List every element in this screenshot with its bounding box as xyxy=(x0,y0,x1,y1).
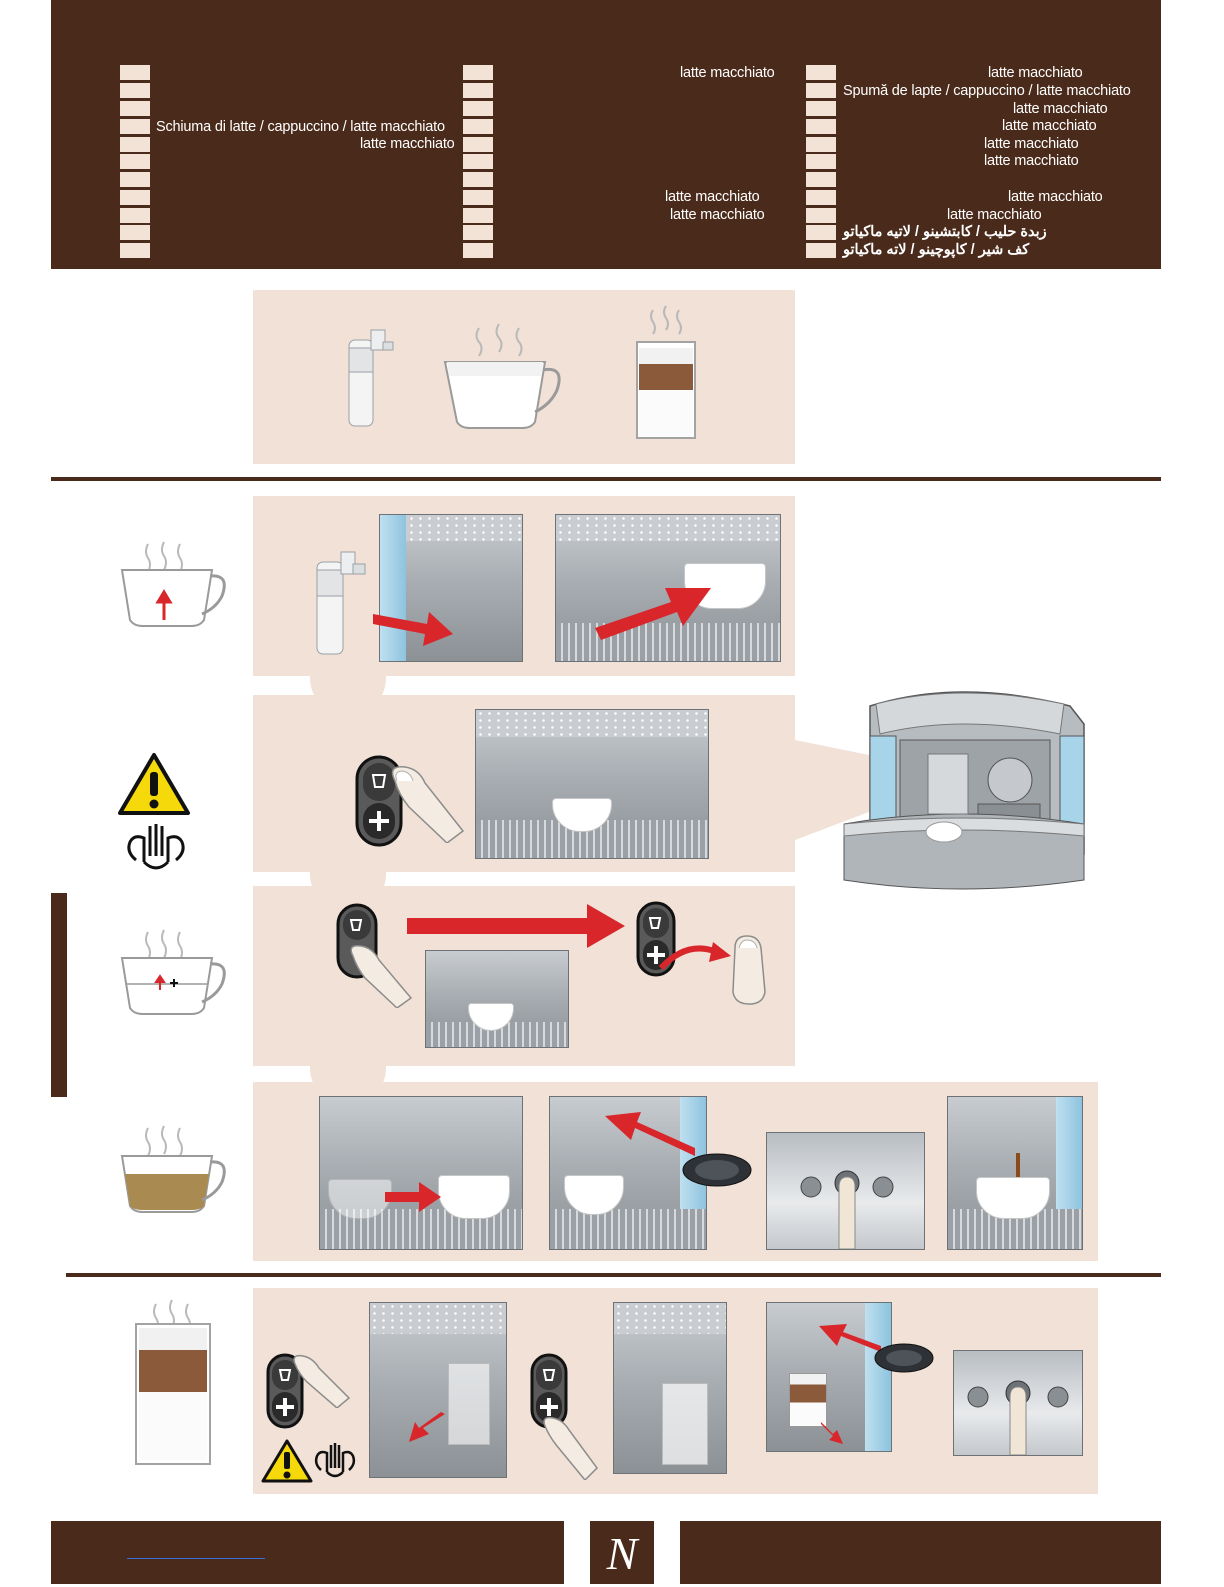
header-col3-line4: latte macchiato xyxy=(1002,118,1097,134)
header-col3-line1: latte macchiato xyxy=(988,65,1083,81)
header-col2-line9: latte macchiato xyxy=(670,207,765,223)
step-4-panel xyxy=(253,1082,1098,1261)
header-col2-line1: latte macchiato xyxy=(680,65,775,81)
header-col3-line3: latte macchiato xyxy=(1013,101,1108,117)
steam-nozzle-icon xyxy=(348,329,394,427)
milk-button-icon xyxy=(636,901,676,977)
header-col3-line5: latte macchiato xyxy=(984,136,1079,152)
header-col2-line8: latte macchiato xyxy=(665,189,760,205)
red-arrow-icon xyxy=(658,942,731,971)
red-arrow-icon xyxy=(605,1112,695,1156)
machine-photo-brew-latte xyxy=(766,1302,892,1452)
footer-link-underline xyxy=(127,1558,265,1559)
footer-bar-left xyxy=(51,1521,564,1584)
finger-icon xyxy=(543,1416,598,1480)
step-2-panel xyxy=(253,695,795,872)
header-col1-line5: latte macchiato xyxy=(360,136,455,152)
header-col3-line9: latte macchiato xyxy=(947,207,1042,223)
header-col3-line11: كف شير / كاپوچينو / لاته ماكياتو xyxy=(843,242,1030,258)
lever-closeup-photo xyxy=(766,1132,925,1250)
capsule-icon xyxy=(874,1343,934,1373)
warning-icon xyxy=(118,753,190,815)
step-1-panel xyxy=(253,496,795,676)
machine-photo-frothing-small xyxy=(425,950,569,1048)
header-col3-line6: latte macchiato xyxy=(984,153,1079,169)
machine-photo-nozzle xyxy=(379,514,523,662)
header-col3-line2: Spumă de lapte / cappuccino / latte macc… xyxy=(843,83,1131,99)
header-col1-line4: Schiuma di latte / cappuccino / latte ma… xyxy=(156,119,445,135)
cappuccino-cup-icon xyxy=(120,929,226,1015)
red-arrow-icon xyxy=(373,612,453,646)
red-arrow-icon xyxy=(821,1422,843,1444)
lever-closeup-photo xyxy=(953,1350,1083,1456)
finger-icon xyxy=(350,944,413,1008)
milk-button-icon xyxy=(355,755,403,847)
header-banner: Schiuma di latte / cappuccino / latte ma… xyxy=(51,0,1161,269)
footer-bar-right xyxy=(680,1521,1161,1584)
cappuccino-cup-icon xyxy=(120,1125,226,1213)
brew-button-icon xyxy=(800,1170,894,1249)
red-arrow-icon xyxy=(409,1412,445,1442)
espresso-machine-illustration xyxy=(843,691,1085,890)
steam-nozzle-icon xyxy=(316,551,366,655)
hot-steam-hand-icon xyxy=(314,1443,356,1478)
milk-button-icon xyxy=(530,1353,568,1429)
brew-button-icon xyxy=(967,1380,1069,1455)
cappuccino-cup-icon xyxy=(120,541,226,627)
cappuccino-cup-icon xyxy=(443,323,561,429)
red-arrow-icon xyxy=(819,1324,881,1352)
hot-steam-hand-icon xyxy=(127,824,185,870)
machine-photo-remove-tray xyxy=(369,1302,507,1478)
machine-photo-move-cup xyxy=(319,1096,523,1250)
nespresso-logo: N xyxy=(590,1521,654,1584)
latte-glass-icon xyxy=(636,305,696,439)
side-bar-accent xyxy=(51,893,67,1097)
finger-icon xyxy=(391,766,465,843)
latte-panel xyxy=(253,1288,1098,1494)
finger-icon xyxy=(293,1354,351,1408)
machine-photo-frothing xyxy=(475,709,709,859)
step-3-panel xyxy=(253,886,795,1066)
header-col3-line10: زبدة حليب / كابتشينو / لاتيه ماكياتو xyxy=(843,224,1047,240)
header-col3-line8: latte macchiato xyxy=(1008,189,1103,205)
warning-icon xyxy=(261,1439,313,1483)
latte-glass-icon xyxy=(135,1299,211,1465)
machine-photo-drip-tray xyxy=(555,514,781,662)
milk-button-icon xyxy=(266,1353,304,1429)
red-arrow-icon xyxy=(385,1182,441,1212)
section-divider-1 xyxy=(51,477,1161,481)
machine-photo-insert-capsule xyxy=(549,1096,707,1250)
overview-panel xyxy=(253,290,795,464)
finger-icon xyxy=(732,935,766,1005)
red-arrow-icon xyxy=(595,588,711,640)
section-divider-2 xyxy=(66,1273,1161,1277)
capsule-icon xyxy=(682,1153,752,1187)
machine-photo-brewing xyxy=(947,1096,1083,1250)
machine-photo-frothing-glass xyxy=(613,1302,727,1474)
red-arrow-icon xyxy=(407,904,625,948)
